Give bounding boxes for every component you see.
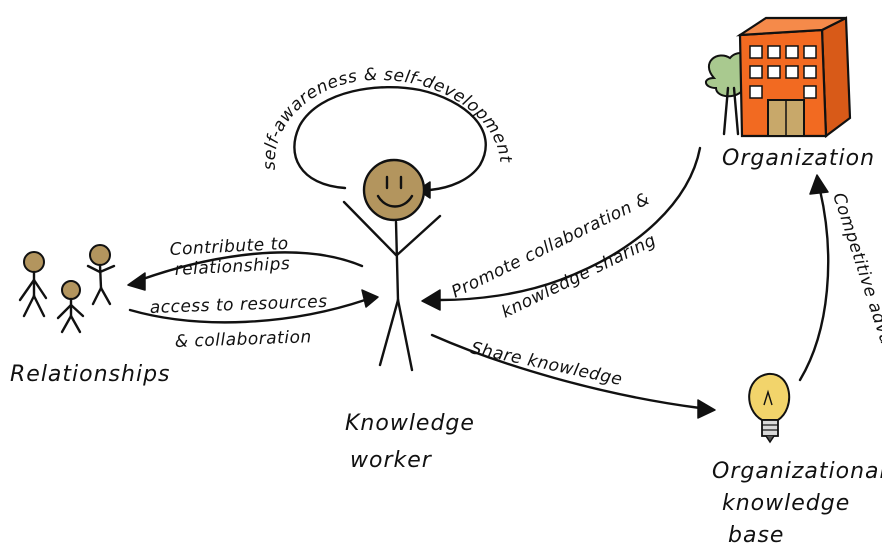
knowledge-worker-figure [342, 158, 442, 372]
knowledge-base-label-line2: knowledge [722, 491, 850, 516]
arrowhead-icon [127, 272, 146, 291]
arrowhead-icon [697, 399, 716, 419]
access-label-line2: & collaboration [174, 327, 312, 352]
smiley-face-icon [362, 158, 426, 222]
building-icon [705, 16, 852, 139]
share-knowledge-label: Share knowledge [469, 338, 624, 390]
share-knowledge-arrow [430, 333, 716, 419]
organization-label: Organization [722, 146, 875, 171]
promote-label-line2: knowledge sharing [498, 230, 659, 322]
arrowhead-icon [809, 174, 829, 195]
self-development-label: self-awareness & self-development [260, 65, 516, 171]
access-arrow [128, 289, 379, 324]
arrowhead-icon [421, 289, 441, 311]
knowledge-base-label-line1: Organizational [712, 459, 882, 484]
competitive-advantage-arrow [798, 174, 830, 382]
knowledge-base-label-line3: base [728, 523, 784, 547]
promote-arrow [421, 146, 702, 311]
worker-label-line2: worker [350, 448, 433, 473]
relationships-label: Relationships [10, 362, 171, 387]
contribute-arrow [127, 251, 364, 291]
worker-label-line1: Knowledge [345, 411, 475, 436]
stick-figures-icon [18, 244, 116, 334]
lightbulb-icon [748, 372, 791, 444]
access-label-line1: access to resources [149, 292, 327, 318]
arrowhead-icon [361, 289, 379, 308]
competitive-advantage-label: Competitive advantage [828, 190, 882, 396]
